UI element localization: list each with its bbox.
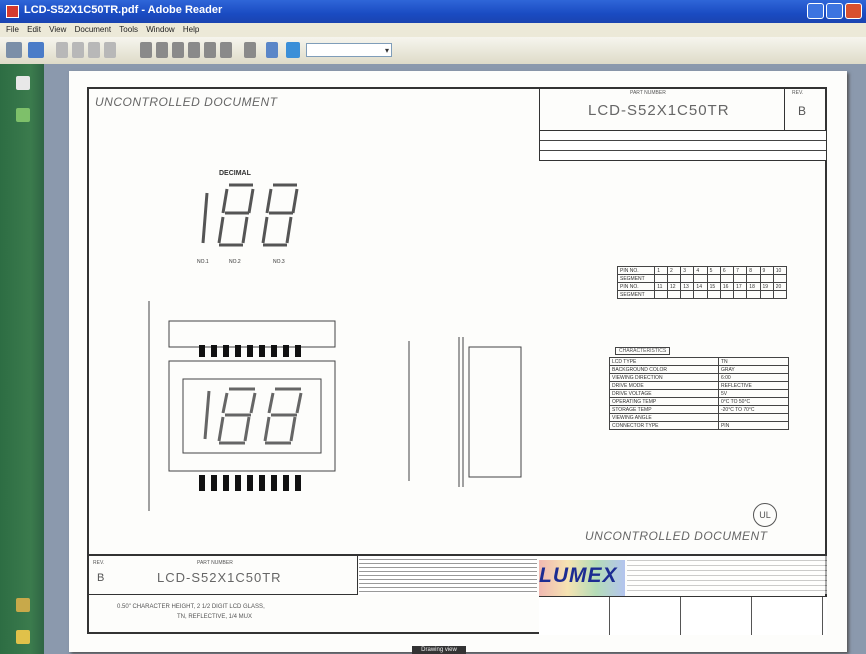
hand-tool-icon[interactable] <box>140 42 152 58</box>
side-view-drawing <box>458 337 522 487</box>
menu-document[interactable]: Document <box>74 25 112 34</box>
document-area[interactable]: UNCONTROLLED DOCUMENT PART NUMBER LCD-S5… <box>44 64 866 654</box>
ul-mark-icon: UL <box>753 503 777 527</box>
notice-text-block <box>359 556 537 594</box>
menu-file[interactable]: File <box>6 25 19 34</box>
fit-width-icon[interactable] <box>220 42 232 58</box>
rev-label-top: REV. <box>792 90 804 96</box>
toolbar <box>0 37 866 65</box>
navigation-panel <box>0 64 44 654</box>
part-number-bottom: LCD-S52X1C50TR <box>157 570 282 585</box>
revision-table <box>539 131 827 161</box>
title-block-top: PART NUMBER LCD-S52X1C50TR REV. B <box>539 87 827 131</box>
part-number-label-bottom: PART NUMBER <box>197 560 233 566</box>
company-logo: LUMEX <box>539 564 618 587</box>
digit-label-1: NO.1 <box>197 259 209 265</box>
adobe-reader-icon <box>6 5 19 18</box>
pages-icon[interactable] <box>16 76 30 90</box>
zoom-out-icon[interactable] <box>188 42 200 58</box>
rotate-icon[interactable] <box>244 42 256 58</box>
select-tool-icon[interactable] <box>156 42 168 58</box>
window-controls <box>807 3 862 19</box>
digit-label-2: NO.2 <box>229 259 241 265</box>
part-number-label: PART NUMBER <box>630 90 666 96</box>
rev-label-bottom: REV. <box>93 560 105 566</box>
bookmarks-icon[interactable] <box>16 108 30 122</box>
search-icon[interactable] <box>266 42 278 58</box>
last-page-icon[interactable] <box>104 42 116 58</box>
title-bar: LCD-S52X1C50TR.pdf - Adobe Reader <box>0 0 866 23</box>
first-page-icon[interactable] <box>56 42 68 58</box>
watermark-bottom: UNCONTROLLED DOCUMENT <box>585 529 768 543</box>
menu-edit[interactable]: Edit <box>27 25 41 34</box>
minimize-button[interactable] <box>807 3 824 19</box>
pdf-page: UNCONTROLLED DOCUMENT PART NUMBER LCD-S5… <box>69 71 847 652</box>
email-icon[interactable] <box>28 42 44 58</box>
watermark-top: UNCONTROLLED DOCUMENT <box>95 95 278 109</box>
menu-view[interactable]: View <box>49 25 67 34</box>
title-block-bottom: REV. B PART NUMBER LCD-S52X1C50TR 0.50" … <box>87 554 827 635</box>
rev-bottom: B <box>97 572 105 584</box>
drawing-border <box>87 87 827 634</box>
attachments-icon[interactable] <box>16 598 30 612</box>
company-address-block <box>627 556 827 594</box>
next-page-icon[interactable] <box>88 42 100 58</box>
rev-top: B <box>798 104 807 118</box>
menu-tools[interactable]: Tools <box>119 25 138 34</box>
maximize-button[interactable] <box>826 3 843 19</box>
find-icon[interactable] <box>286 42 300 58</box>
close-button[interactable] <box>845 3 862 19</box>
window-title: LCD-S52X1C50TR.pdf - Adobe Reader <box>24 4 223 16</box>
zoom-in-icon[interactable] <box>172 42 184 58</box>
lumex-logo-graphic <box>539 560 625 600</box>
digit-drawing: DECIMAL NO.1 NO.2 NO.3 <box>197 170 299 265</box>
characteristics-title: CHARACTERISTICS <box>615 347 671 355</box>
part-number-top: LCD-S52X1C50TR <box>588 102 730 119</box>
front-view-drawing <box>148 301 410 511</box>
digit-label-3: NO.3 <box>273 259 285 265</box>
decimal-label: DECIMAL <box>219 170 252 177</box>
description-line-2: TN, REFLECTIVE, 1/4 MUX <box>177 614 253 620</box>
fit-page-icon[interactable] <box>204 42 216 58</box>
zoom-field[interactable] <box>306 43 392 58</box>
previous-page-icon[interactable] <box>72 42 84 58</box>
description-line-1: 0.50" CHARACTER HEIGHT, 2 1/2 DIGIT LCD … <box>117 604 265 610</box>
print-icon[interactable] <box>6 42 22 58</box>
approval-block <box>539 596 827 635</box>
menu-bar: File Edit View Document Tools Window Hel… <box>0 23 866 37</box>
comments-icon[interactable] <box>16 630 30 644</box>
menu-window[interactable]: Window <box>146 25 175 34</box>
page-overlay-badge: Drawing view <box>412 646 466 654</box>
menu-help[interactable]: Help <box>182 25 200 34</box>
